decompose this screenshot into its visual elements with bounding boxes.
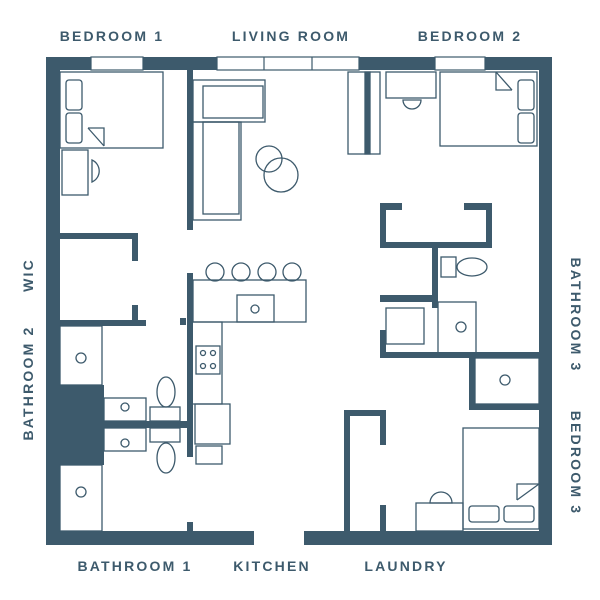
wall-bottom-left (46, 531, 254, 545)
wall-bed1-living (187, 70, 193, 230)
label-bedroom2: BEDROOM 2 (417, 28, 523, 44)
label-bathroom2: BATHROOM 2 (20, 325, 36, 441)
wall-right (539, 57, 552, 545)
label-laundry: LAUNDRY (364, 558, 448, 574)
kitchen-island (192, 279, 307, 323)
washer (385, 307, 425, 345)
label-wic: WIC (20, 258, 36, 292)
sink-bath3 (437, 301, 477, 355)
wall-core-bottom (380, 242, 492, 248)
wall-top-mid-left (143, 57, 217, 70)
bed-bedroom1 (59, 71, 164, 149)
wall-kitchen (187, 273, 193, 457)
label-kitchen: KITCHEN (233, 558, 311, 574)
sink-bath2 (59, 325, 103, 386)
wall-laundry-left (344, 410, 350, 531)
wall-bath3-top (380, 352, 540, 358)
exterior-walls (46, 57, 552, 545)
wall-top-mid-right (359, 57, 435, 70)
sink-bath1 (59, 464, 103, 532)
interior-walls (60, 70, 540, 531)
wall-bed3-top (469, 404, 540, 410)
wall-top-right (485, 57, 552, 70)
toilet-bath3 (456, 257, 488, 277)
window-living-room (216, 56, 360, 71)
bed-bedroom3 (462, 427, 540, 530)
desk-bedroom1 (61, 149, 89, 196)
stove (195, 345, 221, 375)
label-living-room: LIVING ROOM (231, 28, 351, 44)
label-bathroom1: BATHROOM 1 (77, 558, 193, 574)
desk-bedroom2 (385, 71, 437, 99)
wall-wic-top (60, 233, 138, 239)
label-bathroom3: BATHROOM 3 (568, 257, 584, 373)
window-bedroom1 (90, 56, 144, 71)
wall-bottom-right (304, 531, 552, 545)
label-bedroom3: BEDROOM 3 (568, 410, 584, 516)
wall-core-left (380, 203, 386, 248)
wall-bath-split (104, 421, 188, 428)
windows (90, 56, 486, 71)
counter-bath3 (474, 357, 540, 405)
fridge (194, 403, 231, 445)
table-round-small (255, 145, 283, 173)
table-round-large (263, 157, 299, 193)
shaft-bathroom (60, 385, 104, 465)
fixtures (59, 71, 540, 532)
wardrobe-bedroom2 (347, 71, 381, 155)
bed-bedroom2 (439, 71, 538, 147)
label-bedroom1: BEDROOM 1 (59, 28, 165, 44)
wall-wic-bottom (60, 320, 146, 326)
window-bedroom2 (434, 56, 486, 71)
wall-left (46, 57, 60, 545)
desk-bedroom3 (415, 502, 464, 532)
